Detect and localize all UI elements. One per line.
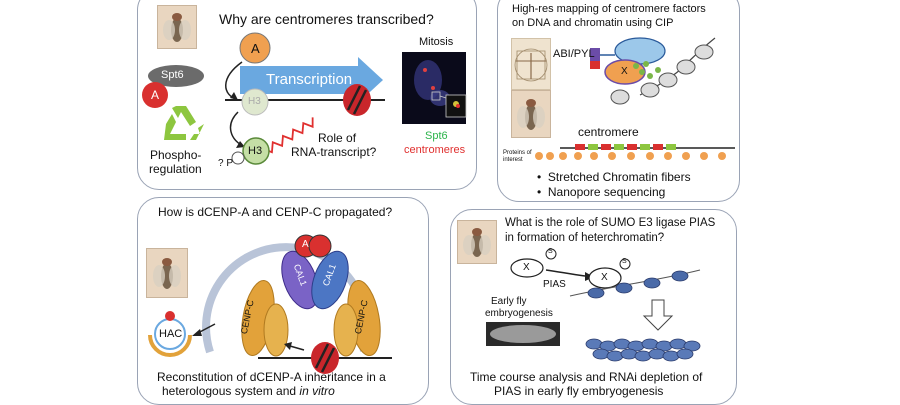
panel2-title-1: High-res mapping of centromere factors — [512, 3, 706, 15]
early-fly-label-1: Early fly — [491, 296, 527, 307]
fly-thumbnail-1 — [157, 5, 197, 49]
spt6-oval — [148, 65, 204, 87]
fly-thumbnail-2 — [511, 90, 551, 138]
vitruvian-image — [511, 38, 551, 90]
x-label: X — [621, 66, 628, 77]
panel4-title-2: in formation of heterchromatin? — [505, 232, 665, 244]
transcription-label: Transcription — [266, 71, 353, 88]
down-arrow — [642, 299, 674, 331]
mitosis-label: Mitosis — [419, 36, 454, 48]
caption-2a: heterologous system and — [162, 384, 300, 398]
panel4-caption-1: Time course analysis and RNAi depletion … — [470, 370, 703, 384]
s-circle-1 — [545, 248, 557, 260]
x-label-left: X — [523, 262, 530, 273]
legend-centromeres: centromeres — [404, 144, 466, 156]
fly-icon — [153, 258, 181, 289]
bullet-2-text: Nanopore sequencing — [547, 185, 666, 199]
h3-label: H3 — [248, 145, 263, 157]
pias-label: PIAS — [543, 279, 566, 290]
x-label-right: X — [601, 272, 608, 283]
panel4-caption-2: PIAS in early fly embryogenesis — [494, 384, 664, 398]
h3-circle — [242, 137, 270, 165]
cal1-right — [311, 250, 349, 310]
s-label-1: S — [548, 248, 553, 255]
a-top-label: A — [251, 41, 260, 56]
caption-2b: in vitro — [299, 384, 335, 398]
centromere-label: centromere — [578, 125, 639, 139]
nucleosome-group — [610, 44, 714, 105]
cenp-c-left-2 — [263, 303, 289, 357]
bullet-1-text: Stretched Chromatin fibers — [547, 170, 691, 184]
hac-arc — [148, 334, 192, 357]
panel2-title-2: on DNA and chromatin using CIP — [512, 17, 674, 29]
x-oval-left — [510, 258, 544, 278]
abi-pyl-label: ABI/PYL — [553, 48, 595, 60]
a-label-1: A — [302, 239, 309, 250]
a-top-circle — [239, 32, 271, 64]
role-label-1: Role of — [318, 131, 357, 145]
a-left-circle — [142, 82, 168, 108]
bullet-2: • Nanopore sequencing — [537, 185, 666, 199]
fly-icon — [517, 99, 545, 130]
bullet-1: • Stretched Chromatin fibers — [537, 170, 691, 184]
fly-thumbnail-4 — [457, 220, 497, 264]
fly-icon — [163, 13, 191, 42]
vitruvian-icon — [514, 48, 548, 82]
nucleosomes-bottom — [585, 338, 701, 362]
cenp-c-right-2 — [333, 303, 359, 357]
nucleosome-1 — [343, 84, 371, 116]
legend-spt6: Spt6 — [425, 130, 448, 142]
embryo-shape — [490, 325, 556, 343]
panel1-title: Why are centromeres transcribed? — [219, 11, 434, 27]
panel3-caption-2: heterologous system and in vitro — [162, 384, 335, 398]
nucleosomes-top — [587, 270, 689, 299]
phospho-p-circle — [231, 151, 245, 165]
centromere-segments — [575, 144, 676, 150]
hac-dot — [165, 311, 175, 321]
x-oval-right — [588, 267, 622, 289]
panel3-title: How is dCENP-A and CENP-C propagated? — [158, 205, 393, 219]
faded-h3-label: H3 — [248, 96, 261, 107]
tether-red — [590, 61, 600, 69]
fly-thumbnail-3 — [146, 248, 188, 298]
panel4-title-1: What is the role of SUMO E3 ligase PIAS — [505, 217, 716, 229]
fly-icon — [463, 228, 491, 257]
panel3-caption-1: Reconstitution of dCENP-A inheritance in… — [157, 370, 386, 384]
faded-h3-circle — [241, 88, 269, 116]
proteins-label-1: Proteins of — [503, 150, 532, 156]
a-circle-2 — [308, 234, 332, 258]
panel-cenp-propagation — [137, 197, 429, 405]
rna-transcript — [260, 117, 314, 159]
a-left-label: A — [151, 88, 160, 102]
phospho-label-1: Phospho- — [150, 148, 202, 162]
recycle-icon — [164, 106, 204, 140]
protein-dots — [535, 152, 726, 160]
proteins-label-2: interest — [503, 157, 523, 163]
tether-purple — [590, 48, 600, 62]
s-circle-2 — [619, 258, 631, 270]
s-label-2: S — [622, 258, 627, 265]
hac-label: HAC — [159, 328, 183, 340]
nucleosome-3 — [311, 342, 339, 374]
pias-arrow — [545, 269, 586, 277]
spt6-label: Spt6 — [161, 69, 184, 81]
green-dots — [633, 61, 661, 79]
role-label-2: RNA-transcript? — [291, 145, 377, 159]
phospho-label-2: regulation — [149, 162, 202, 176]
early-fly-label-2: embryogenesis — [485, 308, 553, 319]
qp-label: ? P — [218, 158, 234, 169]
